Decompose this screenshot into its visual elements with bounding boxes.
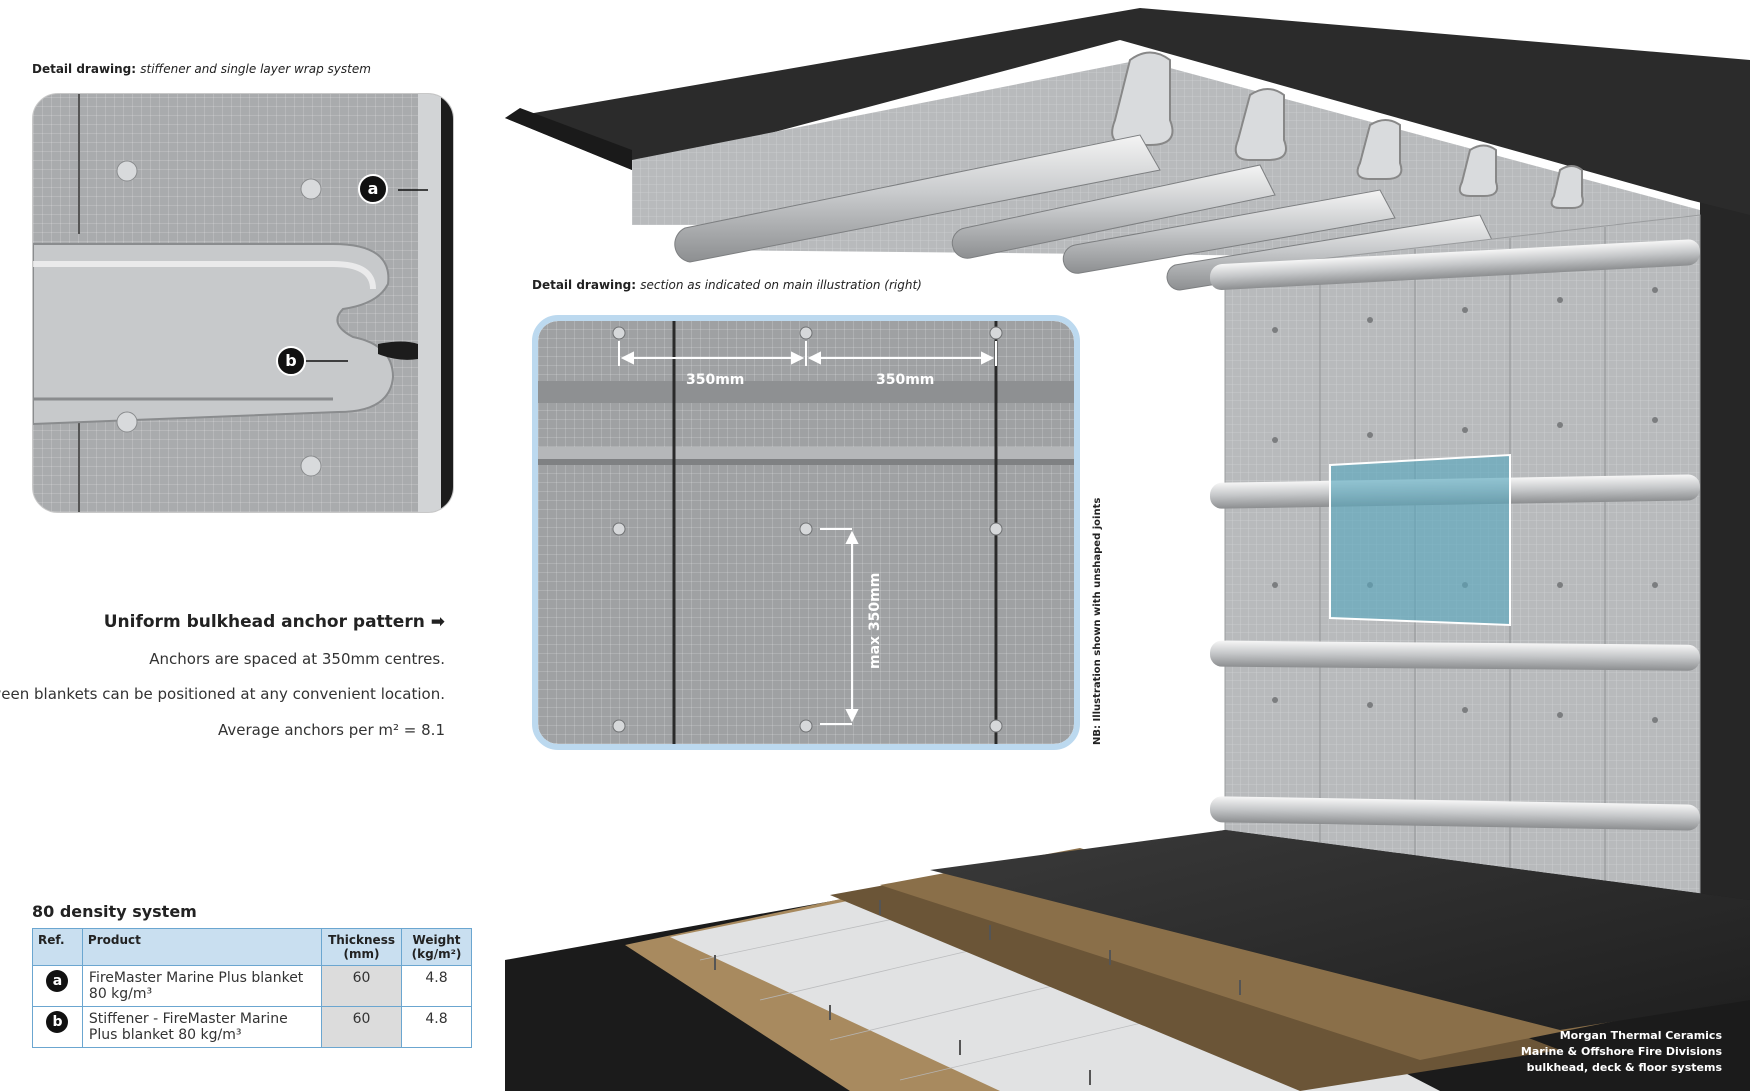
detail1-caption-bold: Detail drawing: xyxy=(32,62,137,76)
ref-badge-b: b xyxy=(46,1011,69,1033)
header-product: Product xyxy=(81,928,323,966)
detail2-caption: Detail drawing: section as indicated on … xyxy=(532,278,922,292)
anchor-heading: Uniform bulkhead anchor pattern ➡ xyxy=(104,612,445,632)
table-row: b Stiffener - FireMaster Marine Plus bla… xyxy=(32,1006,472,1048)
product-density: 80 kg/m³ xyxy=(88,986,153,1002)
footer-line-3: bulkhead, deck & floor systems xyxy=(1526,1061,1722,1074)
anchor-line-3: Average anchors per m² = 8.1 xyxy=(217,721,445,739)
footer-line-2: Marine & Offshore Fire Divisions xyxy=(1520,1045,1722,1058)
detail1-label-a: a xyxy=(358,174,388,204)
header-ref: Ref. xyxy=(32,928,83,966)
wall-stiffener-1 xyxy=(1210,239,1700,290)
ceiling-pipe-2 xyxy=(951,164,1276,259)
weight-value: 4.8 xyxy=(401,1006,472,1048)
density-table-title: 80 density system xyxy=(32,902,197,921)
header-thickness: Thickness (mm) xyxy=(321,928,403,966)
anchor-line-1: Anchors are spaced at 350mm centres. xyxy=(149,650,445,668)
detail1-caption: Detail drawing: stiffener and single lay… xyxy=(32,62,371,76)
ceiling-pipe-3 xyxy=(1062,189,1396,274)
thickness-value: 60 xyxy=(321,965,403,1007)
detail1-caption-italic: stiffener and single layer wrap system xyxy=(140,62,371,76)
header-weight: Weight (kg/m²) xyxy=(401,928,472,966)
ceiling-deck xyxy=(505,8,1750,215)
footer-credit: Morgan Thermal Ceramics Marine & Offshor… xyxy=(1521,1028,1722,1076)
dim-horizontal-2: 350mm xyxy=(876,372,934,388)
detail1-label-b: b xyxy=(276,346,306,376)
dim-horizontal-1: 350mm xyxy=(686,372,744,388)
anchor-line-2: Joints between blankets can be positione… xyxy=(0,685,445,703)
thickness-value: 60 xyxy=(321,1006,403,1048)
detail2-caption-italic: section as indicated on main illustratio… xyxy=(640,278,922,292)
dim-vertical: max 350mm xyxy=(867,573,883,669)
table-row: a FireMaster Marine Plus blanket 80 kg/m… xyxy=(32,965,472,1007)
section-highlight xyxy=(1329,453,1511,627)
stiffener-wrap xyxy=(33,243,395,426)
ceiling-pipe-1 xyxy=(674,134,1161,263)
detail1-panel: a b xyxy=(32,93,454,513)
ceiling-stiffener-profile xyxy=(1111,51,1174,146)
detail2-caption-bold: Detail drawing: xyxy=(532,278,637,292)
product-name: Stiffener - FireMaster Marine xyxy=(88,1011,288,1027)
product-name: FireMaster Marine Plus blanket xyxy=(88,970,304,986)
detail2-panel: 350mm 350mm max 350mm xyxy=(532,315,1080,750)
product-density: Plus blanket 80 kg/m³ xyxy=(88,1027,242,1043)
arrow-right-icon: ➡ xyxy=(430,612,445,632)
weight-value: 4.8 xyxy=(401,965,472,1007)
table-header-row: Ref. Product Thickness (mm) Weight (kg/m… xyxy=(32,928,472,966)
floor-top-sheet xyxy=(930,830,1750,1030)
wall-stiffener-4 xyxy=(1210,796,1700,831)
wall-stiffener-3 xyxy=(1210,640,1700,671)
detail2-side-note: NB: Illustration shown with unshaped joi… xyxy=(1092,497,1103,745)
density-table: Ref. Product Thickness (mm) Weight (kg/m… xyxy=(32,928,472,1048)
anchor-heading-text: Uniform bulkhead anchor pattern xyxy=(103,612,425,632)
footer-line-1: Morgan Thermal Ceramics xyxy=(1559,1029,1722,1042)
ref-badge-a: a xyxy=(46,970,69,992)
